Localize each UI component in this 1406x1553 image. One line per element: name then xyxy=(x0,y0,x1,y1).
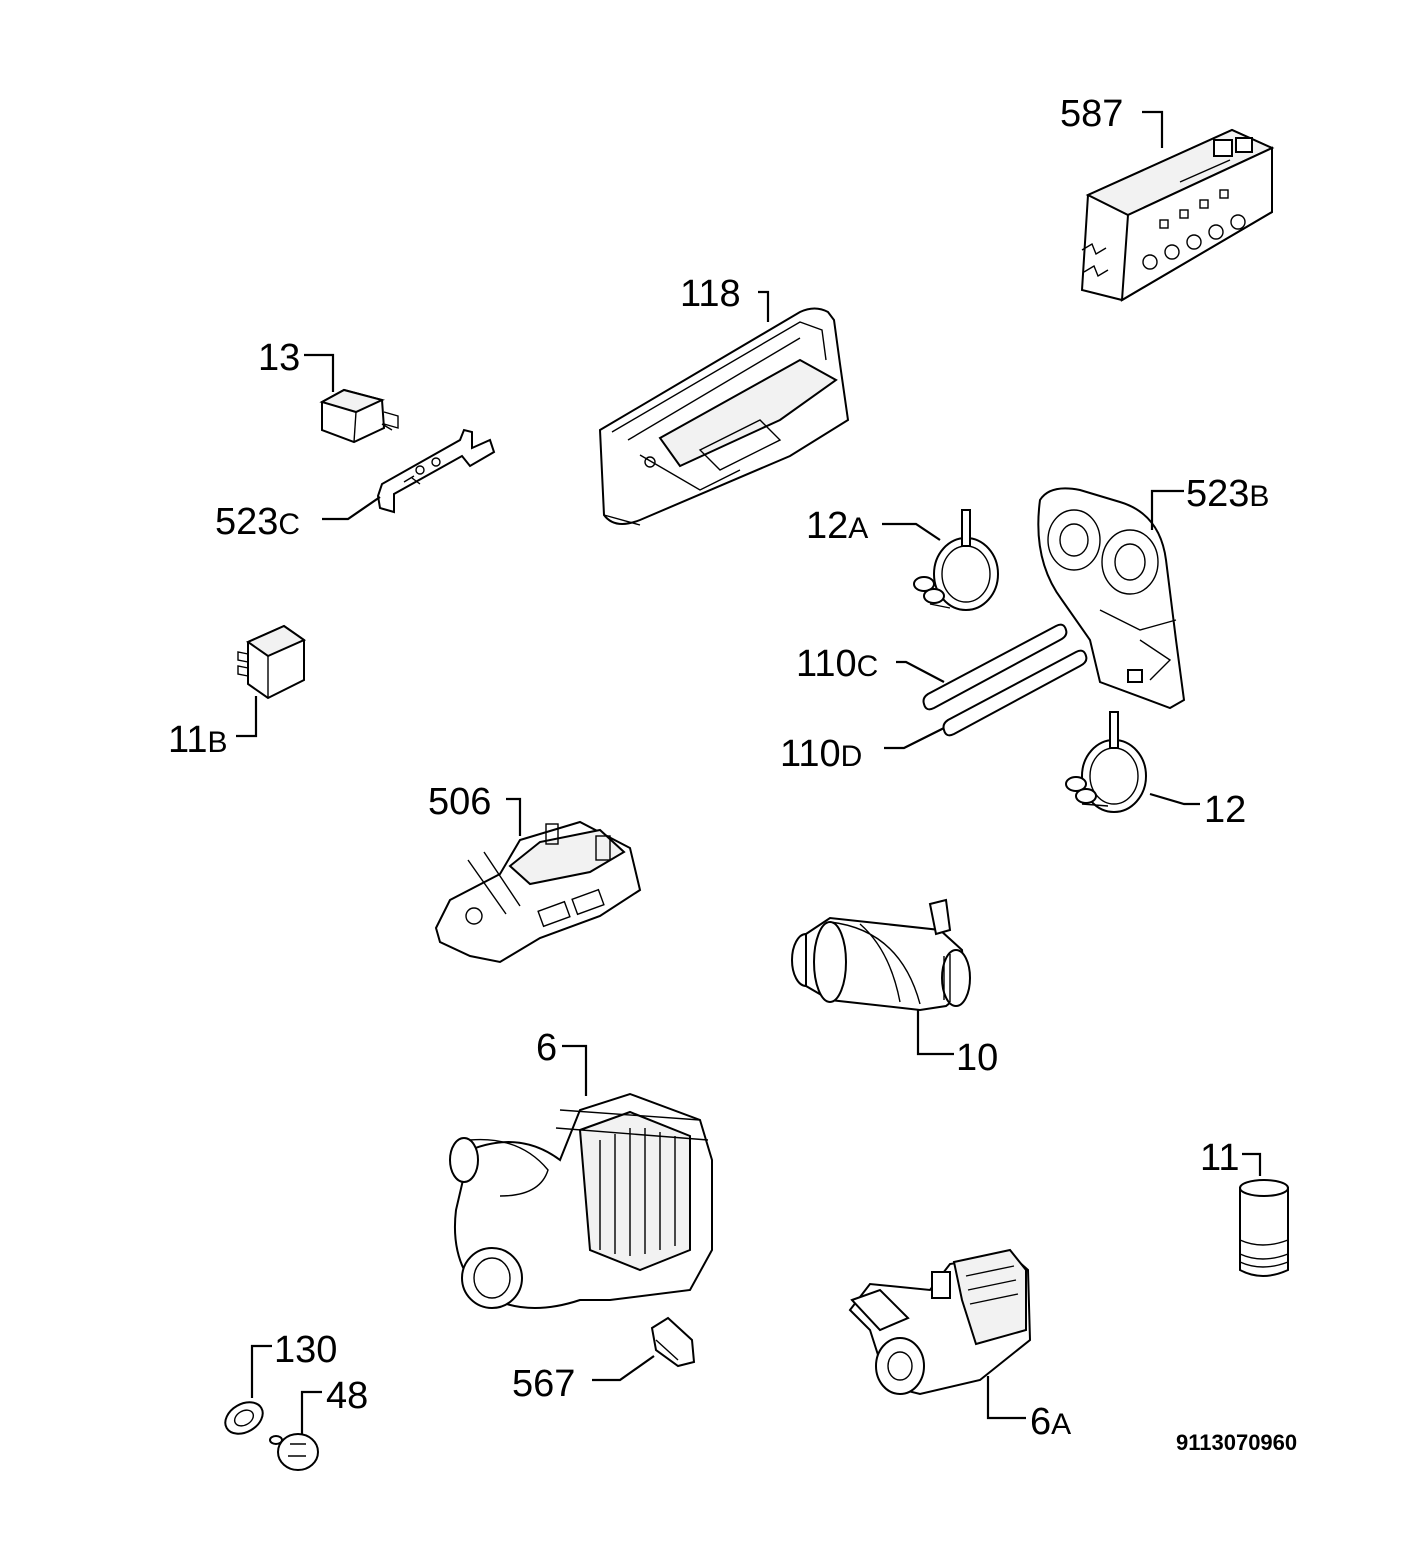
label-6a-num: 6 xyxy=(1030,1401,1051,1443)
part-48-plug[interactable] xyxy=(269,1433,319,1471)
leader-48 xyxy=(300,1390,322,1434)
label-523b-num: 523 xyxy=(1186,473,1249,515)
part-506-water-control[interactable] xyxy=(434,820,642,964)
label-523b: 523B xyxy=(1186,473,1269,515)
label-11b: 11B xyxy=(168,719,227,761)
part-110c-hose[interactable] xyxy=(922,623,1068,711)
part-11-capacitor[interactable] xyxy=(1239,1179,1289,1277)
part-567-clip[interactable] xyxy=(650,1316,696,1368)
part-6a-drain-pump[interactable] xyxy=(848,1248,1032,1396)
label-110d-suffix: D xyxy=(841,740,863,773)
label-130: 130 xyxy=(274,1329,337,1371)
label-11b-suffix: B xyxy=(207,726,227,759)
part-523c-bracket[interactable] xyxy=(376,428,496,514)
leader-118 xyxy=(758,290,770,322)
part-13-door-switch[interactable] xyxy=(319,388,399,444)
leader-523b xyxy=(1150,489,1184,530)
leader-13 xyxy=(304,353,335,392)
leader-523c xyxy=(322,496,381,521)
part-6-circulation-pump[interactable] xyxy=(449,1092,713,1309)
leader-6 xyxy=(562,1044,588,1096)
label-523c-suffix: C xyxy=(278,508,300,541)
label-110d-num: 110 xyxy=(780,733,841,775)
label-11b-num: 11 xyxy=(168,719,207,761)
label-523b-suffix: B xyxy=(1249,480,1269,513)
label-10: 10 xyxy=(956,1037,998,1079)
label-523c: 523C xyxy=(215,501,300,543)
part-12-pressure-switch[interactable] xyxy=(1065,711,1147,813)
leader-10 xyxy=(916,1010,954,1056)
leader-506 xyxy=(506,797,522,836)
leader-12a xyxy=(882,522,941,541)
leader-6a xyxy=(986,1376,1026,1420)
label-110d: 110D xyxy=(780,733,862,775)
label-6a-suffix: A xyxy=(1051,1408,1071,1441)
leader-567 xyxy=(592,1355,655,1382)
label-12a-num: 12 xyxy=(806,505,848,547)
part-130-seal[interactable] xyxy=(220,1396,269,1440)
label-6a: 6A xyxy=(1030,1401,1071,1443)
label-587: 587 xyxy=(1060,93,1123,135)
label-6: 6 xyxy=(536,1027,557,1069)
leader-587 xyxy=(1142,110,1164,148)
part-11b-relay[interactable] xyxy=(237,624,307,700)
part-587-control-board[interactable] xyxy=(1080,128,1275,302)
part-523b-pressure-chamber[interactable] xyxy=(1037,487,1186,710)
label-567: 567 xyxy=(512,1363,575,1405)
document-number: 9113070960 xyxy=(1176,1430,1297,1455)
label-110c: 110C xyxy=(796,643,878,685)
label-118: 118 xyxy=(680,273,741,315)
label-523c-num: 523 xyxy=(215,501,278,543)
label-12a: 12A xyxy=(806,505,868,547)
leader-110d xyxy=(884,727,945,750)
leader-11 xyxy=(1242,1152,1262,1176)
label-506: 506 xyxy=(428,781,491,823)
leader-130 xyxy=(250,1344,272,1398)
label-11: 11 xyxy=(1200,1137,1239,1179)
leader-12 xyxy=(1149,792,1200,806)
leader-110c xyxy=(896,660,945,683)
label-110c-num: 110 xyxy=(796,643,857,685)
label-12a-suffix: A xyxy=(848,512,868,545)
part-10-heater[interactable] xyxy=(791,898,971,1012)
label-110c-suffix: C xyxy=(857,650,879,683)
part-12a-pressure-switch[interactable] xyxy=(913,509,999,611)
label-12: 12 xyxy=(1204,789,1246,831)
label-48: 48 xyxy=(326,1375,368,1417)
label-13: 13 xyxy=(258,337,300,379)
part-118-dispenser[interactable] xyxy=(598,307,850,526)
leader-11b xyxy=(236,696,258,738)
